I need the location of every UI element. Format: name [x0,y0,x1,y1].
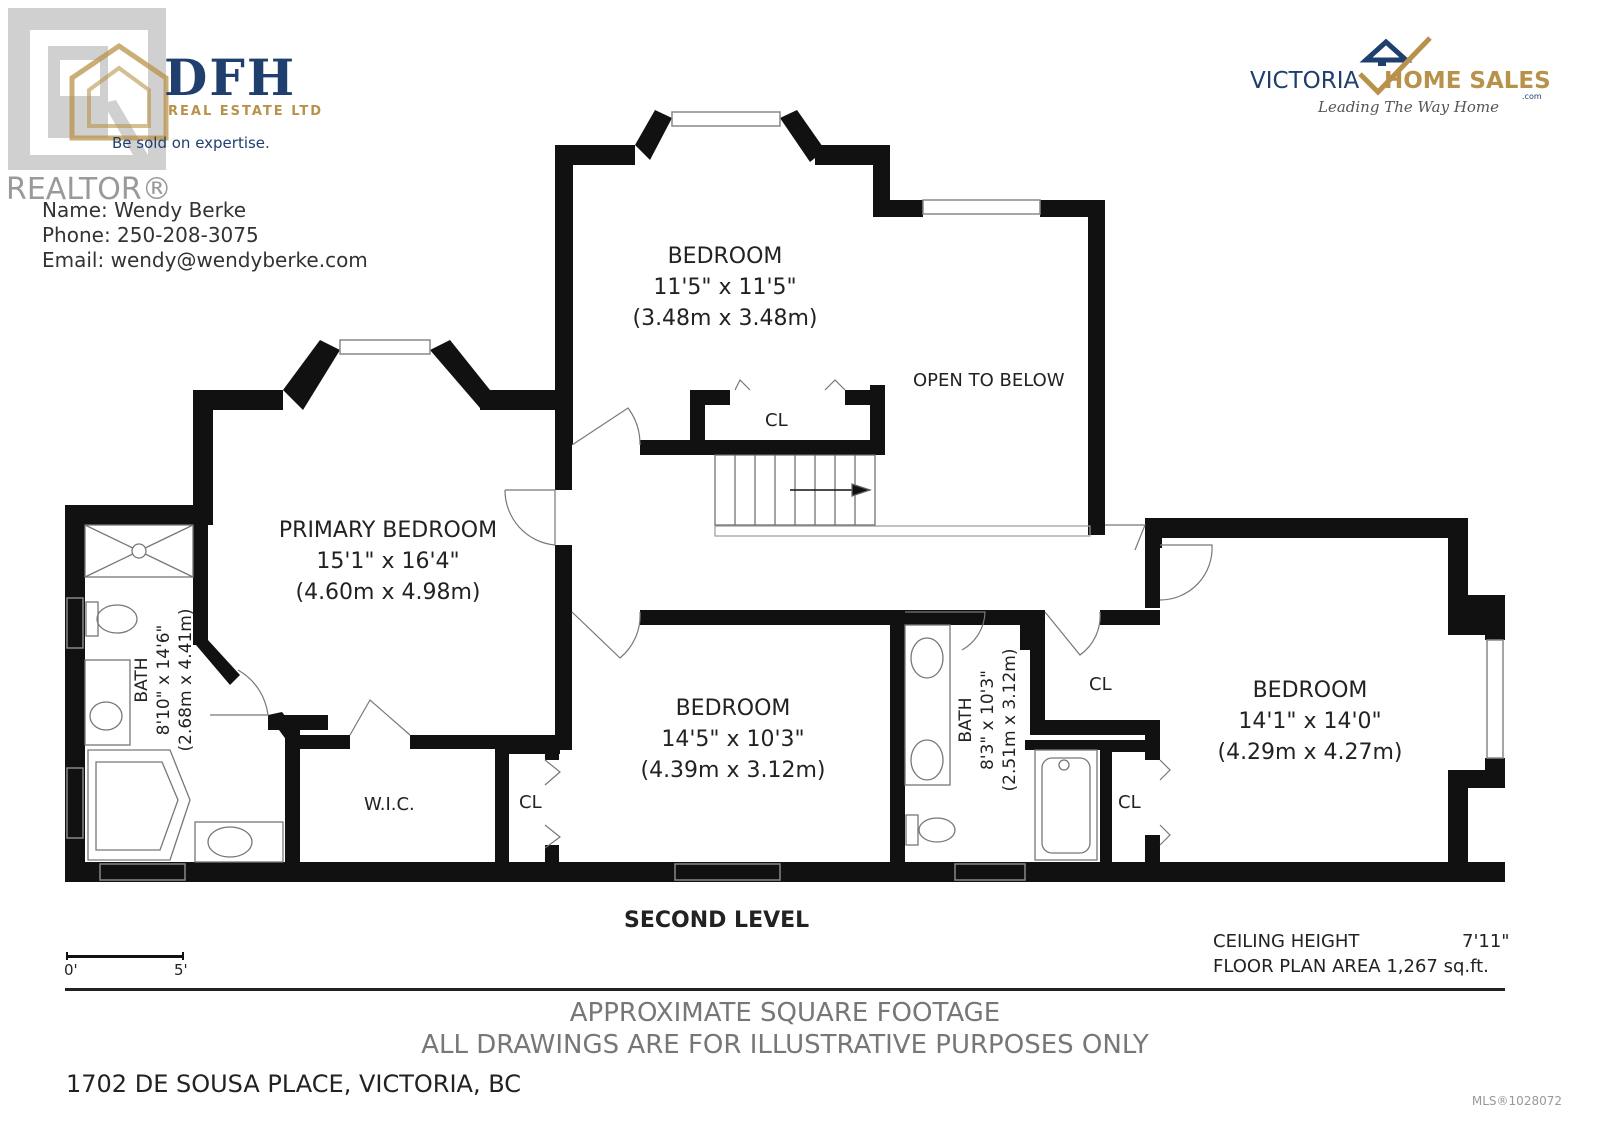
room-name: PRIMARY BEDROOM [278,518,498,543]
room-name: BEDROOM [667,244,783,269]
room-size-metric: (4.60m x 4.98m) [295,580,481,605]
disclaimer-line-1: APPROXIMATE SQUARE FOOTAGE [569,998,1001,1028]
footer-divider [65,988,1505,991]
dfh-logo-sub: REAL ESTATE LTD [168,104,323,119]
ceiling-height-value: 7'11" [1462,931,1510,952]
room-wic: W.I.C. [364,794,415,815]
room-size-metric: (2.68m x 4.41m) [176,608,196,752]
room-name: BEDROOM [675,696,791,721]
stairs [714,454,1091,537]
dfh-house-icon [69,42,169,141]
logo-word-home-sales: HOME SALES [1384,68,1551,94]
room-size-imperial: 11'5" x 11'5" [653,275,797,300]
room-name: BATH [956,697,976,743]
victoria-home-sales-logo: VICTORIA HOME SALES .com Leading The Way… [1250,36,1551,120]
room-size-imperial: 8'3" x 10'3" [978,670,998,770]
closet-label: CL [1118,792,1141,813]
room-bath-mid: BATH 8'3" x 10'3" (2.51m x 3.12m) [955,620,1021,820]
dfh-logo-mark [64,38,174,148]
house-check-icon [1358,36,1432,96]
room-size-metric: (2.51m x 3.12m) [1000,648,1020,792]
scale-start-label: 0' [64,961,78,979]
room-bath-left: BATH 8'10" x 14'6" (2.68m x 4.41m) [131,580,197,780]
floor-plan-area: FLOOR PLAN AREA 1,267 sq.ft. [1213,956,1489,977]
level-title: SECOND LEVEL [624,908,810,933]
disclaimer-line-2: ALL DRAWINGS ARE FOR ILLUSTRATIVE PURPOS… [421,1030,1149,1060]
scale-end-label: 5' [174,961,188,979]
scale-bar [66,952,184,960]
realtor-mark: REALTOR® [6,172,172,207]
room-primary-bedroom: PRIMARY BEDROOM 15'1" x 16'4" (4.60m x 4… [258,515,518,608]
room-size-imperial: 8'10" x 14'6" [154,624,174,736]
agent-phone: Phone: 250-208-3075 [42,223,259,247]
room-open-to-below: OPEN TO BELOW [913,370,1065,391]
dfh-logo-text: DFH [164,48,297,107]
property-address: 1702 DE SOUSA PLACE, VICTORIA, BC [66,1070,522,1098]
closet-label: CL [765,410,788,431]
room-size-imperial: 14'5" x 10'3" [661,727,805,752]
agent-name: Name: Wendy Berke [42,198,246,222]
room-size-imperial: 14'1" x 14'0" [1238,709,1382,734]
room-bedroom-right: BEDROOM 14'1" x 14'0" (4.29m x 4.27m) [1205,675,1415,768]
mls-number: MLS®1028072 [1471,1094,1562,1108]
closet-label: CL [1089,674,1112,695]
agent-email: Email: wendy@wendyberke.com [42,248,368,272]
room-bedroom-middle: BEDROOM 14'5" x 10'3" (4.39m x 3.12m) [628,693,838,786]
interior-walls [193,385,1160,870]
room-size-imperial: 15'1" x 16'4" [316,549,460,574]
closet-label: CL [519,792,542,813]
windows [66,111,1504,881]
room-bedroom-top: BEDROOM 11'5" x 11'5" (3.48m x 3.48m) [620,241,830,334]
brokerage-tagline: Be sold on expertise. [112,134,270,152]
bath-fixtures [84,524,1098,863]
room-name: BATH [132,657,152,703]
room-size-metric: (4.39m x 3.12m) [640,758,826,783]
logo-slogan: Leading The Way Home [1318,98,1500,116]
logo-suffix: .com [1522,92,1542,101]
logo-word-victoria: VICTORIA [1250,68,1360,94]
ceiling-height-label: CEILING HEIGHT [1213,931,1360,952]
room-name: BEDROOM [1252,678,1368,703]
door-swings [210,378,1213,849]
room-size-metric: (4.29m x 4.27m) [1217,740,1403,765]
room-size-metric: (3.48m x 3.48m) [632,306,818,331]
